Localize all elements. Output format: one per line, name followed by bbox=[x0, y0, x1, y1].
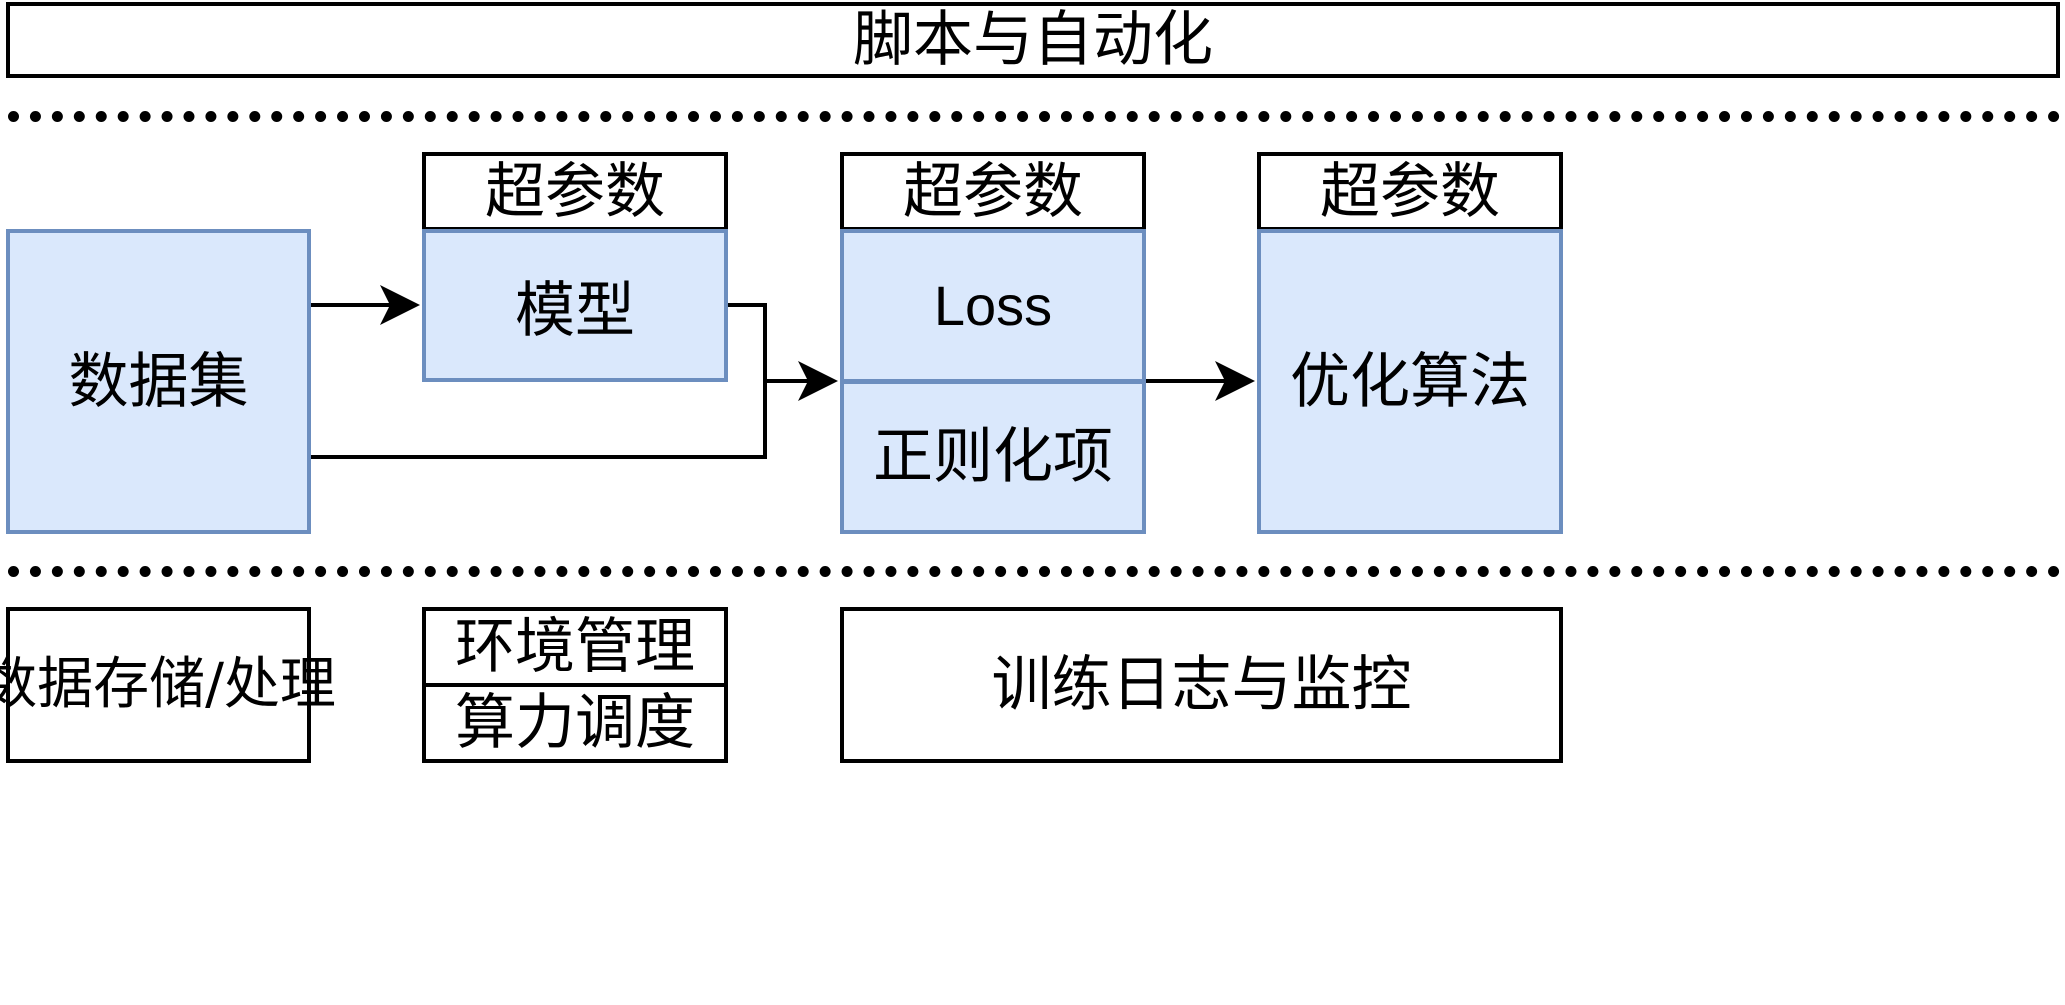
optimizer-hyperparams-label: 超参数 bbox=[1320, 156, 1500, 227]
optimizer-label: 优化算法 bbox=[1290, 346, 1530, 417]
loss-hyperparams-box: 超参数 bbox=[840, 152, 1146, 231]
model-hyperparams-label: 超参数 bbox=[485, 156, 665, 227]
training-logging-box: 训练日志与监控 bbox=[840, 607, 1563, 763]
data-storage-label: 数据存储/处理 bbox=[0, 652, 336, 717]
model-label: 模型 bbox=[515, 276, 635, 346]
model-box: 模型 bbox=[422, 229, 728, 382]
regularization-label: 正则化项 bbox=[873, 422, 1113, 492]
scripts-automation-label: 脚本与自动化 bbox=[853, 5, 1213, 75]
optimizer-box: 优化算法 bbox=[1257, 229, 1563, 534]
dataset-label: 数据集 bbox=[68, 346, 249, 417]
data-storage-box: 数据存储/处理 bbox=[0, 607, 336, 763]
loss-hyperparams-label: 超参数 bbox=[903, 156, 1083, 227]
optimizer-hyperparams-box: 超参数 bbox=[1257, 152, 1563, 231]
loss-label: Loss bbox=[933, 274, 1053, 337]
bottom-dotted-separator bbox=[8, 566, 2060, 577]
regularization-box: 正则化项 bbox=[840, 380, 1146, 534]
scripts-automation-box: 脚本与自动化 bbox=[6, 2, 2060, 78]
dataset-box: 数据集 bbox=[6, 229, 311, 534]
compute-scheduling-box: 算力调度 bbox=[422, 683, 728, 763]
environment-management-label: 环境管理 bbox=[455, 612, 695, 682]
line-dataset-to-loss bbox=[311, 381, 767, 459]
arrow-model-to-loss bbox=[728, 303, 838, 401]
top-dotted-separator bbox=[8, 111, 2060, 122]
model-hyperparams-box: 超参数 bbox=[422, 152, 728, 231]
training-logging-label: 训练日志与监控 bbox=[991, 650, 1412, 720]
loss-box: Loss bbox=[840, 229, 1146, 383]
compute-scheduling-label: 算力调度 bbox=[455, 688, 695, 758]
environment-management-box: 环境管理 bbox=[422, 607, 728, 687]
